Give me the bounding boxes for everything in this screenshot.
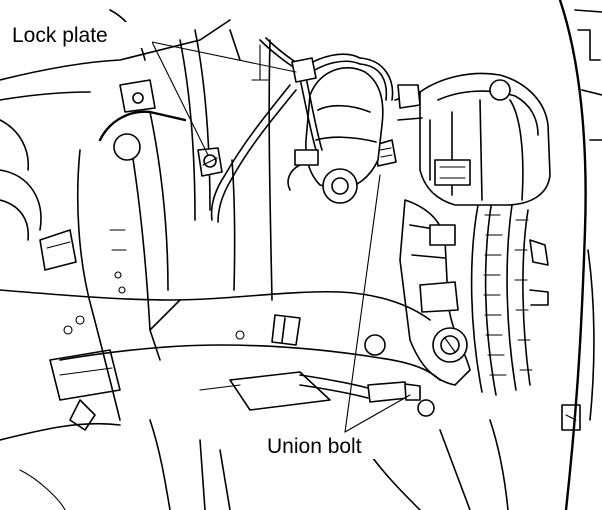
lock-plate-clip	[197, 147, 223, 177]
brake-rotor	[470, 199, 549, 396]
strut-mount	[287, 67, 384, 204]
lock-plate-label-bg	[10, 22, 152, 48]
brake-line	[210, 39, 297, 301]
frame-member	[49, 110, 187, 421]
brake-caliper	[374, 72, 551, 206]
steering-knuckle	[399, 199, 471, 386]
lower-control-arm	[0, 289, 441, 411]
left-wheel-area	[0, 119, 77, 271]
bottom-structure	[0, 399, 509, 510]
union-bolt-fitting	[299, 374, 435, 417]
union-bolt-label-bg	[265, 433, 413, 459]
union-bolt-label: Union bolt	[267, 435, 362, 458]
brake-hose	[259, 37, 394, 151]
fender-panel	[558, 0, 602, 510]
lock-plate-label: Lock plate	[12, 24, 108, 47]
lock-plate-leaders	[151, 41, 297, 156]
union-bolt-leaders	[344, 174, 411, 433]
